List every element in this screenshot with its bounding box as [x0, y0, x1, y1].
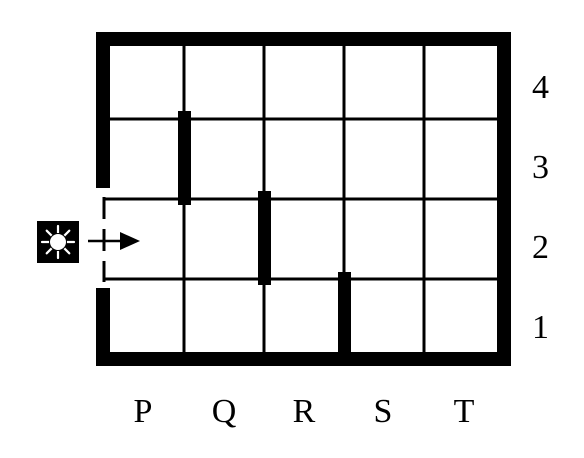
top-wall: [96, 32, 511, 46]
row-label-3: 3: [532, 149, 549, 186]
row-label-2: 2: [532, 229, 549, 266]
column-label-s: S: [374, 393, 393, 430]
column-label-p: P: [134, 393, 153, 430]
left-wall-upper: [96, 32, 110, 188]
grid-lines: [104, 40, 503, 358]
arrow-right-icon: [88, 232, 140, 250]
entrance-gate: [102, 197, 120, 282]
column-label-t: T: [454, 393, 475, 430]
sun-icon: [37, 221, 79, 263]
column-label-q: Q: [212, 393, 237, 430]
wall-q-34: [178, 111, 191, 205]
row-label-1: 1: [532, 309, 549, 346]
bottom-wall: [96, 352, 511, 366]
wall-s-1: [338, 272, 351, 358]
column-label-r: R: [293, 393, 316, 430]
wall-r-12: [258, 191, 271, 285]
left-wall-lower: [96, 288, 110, 366]
row-label-4: 4: [532, 69, 549, 106]
row-labels: 4 3 2 1: [532, 69, 549, 346]
outer-walls: [96, 32, 511, 366]
column-labels: P Q R S T: [134, 393, 475, 430]
right-wall: [497, 32, 511, 366]
interior-walls: [178, 111, 351, 358]
